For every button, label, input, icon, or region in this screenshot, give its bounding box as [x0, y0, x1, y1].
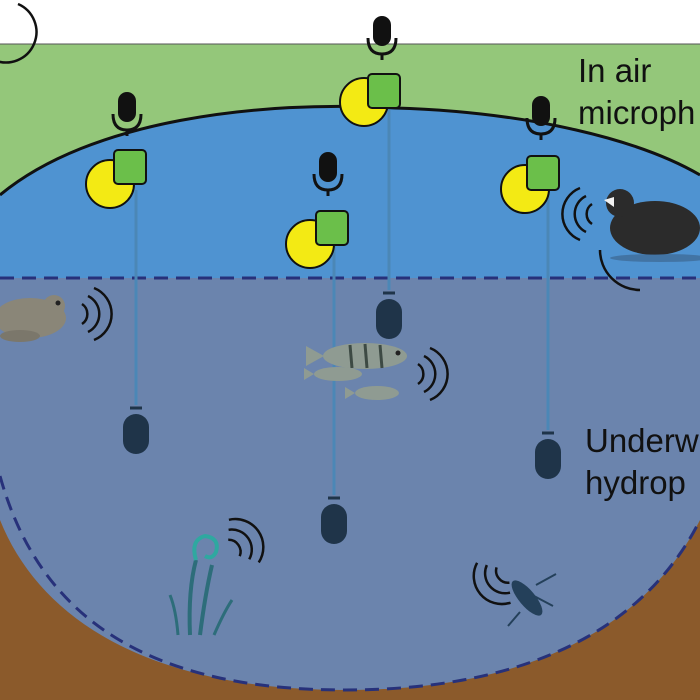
pond-bed-boundary — [0, 475, 700, 692]
recording-station-1 — [85, 90, 151, 456]
perch-fish-icon — [304, 343, 407, 400]
sound-wave-icon — [598, 249, 641, 292]
coot-bird-icon — [604, 189, 700, 262]
in-air-label-line1: In air — [578, 52, 651, 89]
surface-water — [0, 106, 700, 278]
toad-icon — [0, 295, 66, 342]
recording-station-4 — [500, 94, 563, 481]
underwater-label-line1: Underw — [585, 422, 699, 459]
water-plant-icon — [168, 533, 234, 636]
in-air-label-line2: microph — [578, 94, 695, 131]
recording-station-3 — [339, 14, 404, 341]
panel-letter-circle — [0, 2, 38, 64]
sky-background — [0, 0, 700, 44]
logger-box-icon — [367, 73, 401, 109]
water-insect-icon — [507, 573, 557, 627]
underwater-label-line2: hydrop — [585, 464, 686, 501]
recording-station-2 — [285, 150, 349, 546]
logger-box-icon — [526, 155, 560, 191]
logger-box-icon — [113, 149, 147, 185]
logger-box-icon — [315, 210, 349, 246]
